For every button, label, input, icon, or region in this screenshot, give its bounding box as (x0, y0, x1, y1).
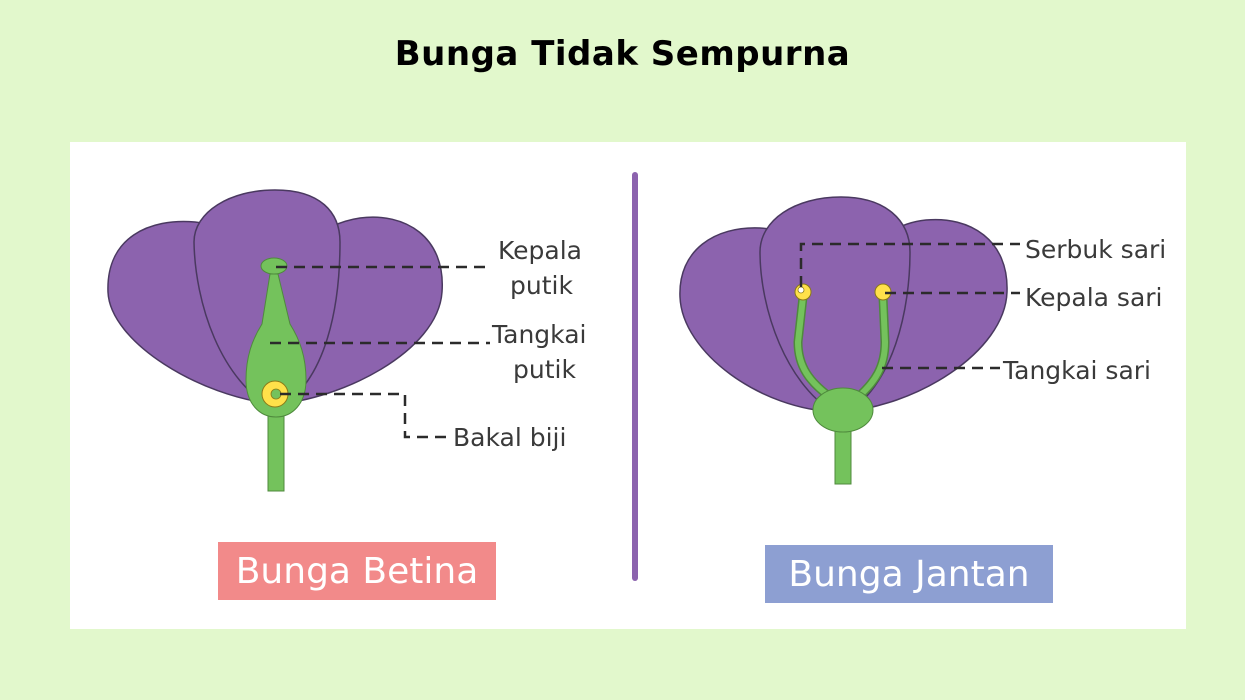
leader-bakal-biji (280, 392, 450, 439)
female-leader-lines (270, 265, 490, 439)
male-leader-lines (799, 242, 1020, 370)
male-flower (679, 196, 1008, 485)
label-bakal-biji: Bakal biji (453, 423, 566, 452)
ovule-center (270, 388, 282, 400)
pollen-grain (797, 286, 805, 294)
page-title: Bunga Tidak Sempurna (394, 34, 851, 74)
receptacle (812, 387, 874, 433)
leader-serbuk-sari (799, 242, 1020, 287)
diagram-panel: Kepala putik Tangkai putik Bakal biji (70, 142, 1186, 629)
filament-right-fill (855, 294, 889, 400)
caption-bunga-jantan: Bunga Jantan (765, 545, 1053, 603)
label-tangkai-putik-line1: Tangkai (491, 320, 586, 349)
label-kepala-putik-line2: putik (510, 271, 573, 300)
filament-left-fill (794, 294, 833, 400)
female-flower (107, 189, 443, 492)
label-serbuk-sari: Serbuk sari (1025, 235, 1166, 264)
label-kepala-putik-line1: Kepala (498, 236, 582, 265)
pistil (245, 273, 307, 418)
flower-diagram: Kepala putik Tangkai putik Bakal biji (107, 172, 1166, 581)
label-tangkai-putik-line2: putik (513, 355, 576, 384)
label-tangkai-sari: Tangkai sari (1002, 356, 1151, 385)
label-kepala-sari: Kepala sari (1025, 283, 1163, 312)
caption-bunga-betina: Bunga Betina (218, 542, 496, 600)
female-flower-stem (267, 413, 285, 492)
